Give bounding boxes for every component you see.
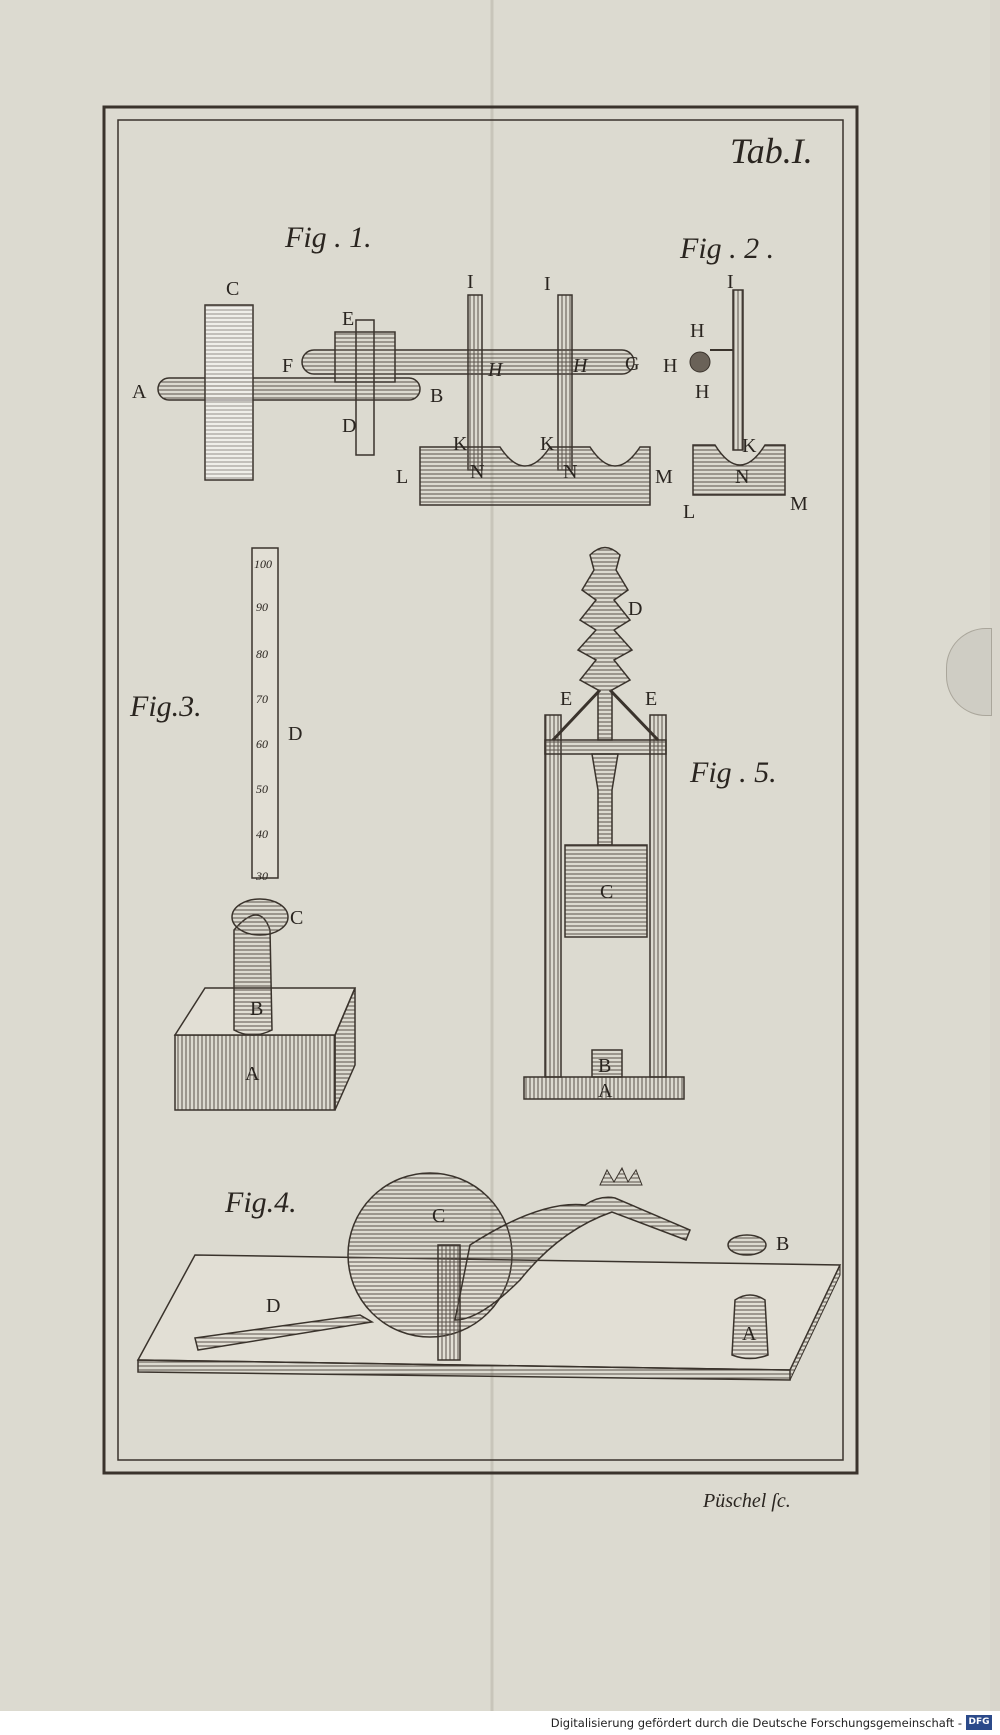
fig4-letter-d: D [266, 1295, 280, 1317]
fig1-letter-k1: K [453, 433, 468, 455]
rack-d [355, 319, 375, 456]
fig4-letter-c: C [432, 1205, 445, 1227]
fig3-letter-d: D [288, 723, 302, 745]
fig3-cap-c [231, 898, 289, 936]
fig1-letter-a: A [132, 381, 147, 403]
trough-lm [419, 446, 651, 506]
fig1-label: Fig . 1. [284, 221, 372, 254]
dfg-logo-icon: DFG [966, 1715, 992, 1730]
stamper-1 [467, 294, 483, 471]
fig5-label: Fig . 5. [689, 756, 777, 789]
fig4-board-side [789, 1264, 841, 1381]
fig5-screw-d [576, 546, 634, 741]
fig5-letter-e2: E [645, 688, 657, 710]
fig5-letter-d: D [628, 598, 642, 620]
fig3-letter-c: C [290, 907, 303, 929]
fig3-scale-30: 30 [255, 869, 268, 883]
fig5-crossbar [544, 739, 667, 755]
fig2-letter-m: M [790, 493, 808, 515]
inner-border [117, 119, 844, 1461]
fig3-label: Fig.3. [129, 690, 202, 723]
fig2-letter-h2: H [663, 355, 677, 377]
fig2-letter-h3: H [695, 381, 709, 403]
fig3-letter-a: A [245, 1063, 260, 1085]
fig5-spindle [591, 753, 619, 846]
fig3-scale-80: 80 [256, 647, 268, 661]
fig3-scale-50: 50 [256, 782, 268, 796]
figure-4: Fig.4. A B C D [136, 1166, 842, 1381]
gear-c-shade [205, 305, 253, 480]
fig2-letter-h1: H [690, 320, 704, 342]
fig4-crown [599, 1166, 643, 1186]
fig2-cam [689, 351, 711, 373]
fig5-post-right [649, 714, 667, 1078]
fig1-letter-m: M [655, 466, 673, 488]
fig5-letter-b: B [598, 1055, 611, 1077]
fig1-letter-d: D [342, 415, 356, 437]
fig1-letter-k2: K [540, 433, 555, 455]
fig5-block-b [591, 1049, 623, 1078]
engraver-signature: Püschel ſc. [702, 1490, 791, 1512]
fig5-letter-c: C [600, 881, 613, 903]
fig3-scale-40: 40 [256, 827, 268, 841]
fig4-label: Fig.4. [224, 1186, 297, 1219]
fig3-scale-70: 70 [256, 692, 268, 706]
fig2-label: Fig . 2 . [679, 232, 774, 265]
fig1-letter-h1: H [487, 359, 504, 381]
fig5-weight-c [564, 844, 648, 938]
fig1-letter-h2: H [572, 355, 589, 377]
fig4-arm [454, 1196, 691, 1321]
fig5-letter-a: A [598, 1080, 613, 1102]
fig4-cup-b [727, 1234, 767, 1256]
fig1-letter-i2: I [544, 273, 551, 295]
stamper-2 [557, 294, 573, 471]
engraved-plate: Tab.I. Fig . 1. A B C D E F G H H I I [102, 0, 859, 1711]
fig4-letter-a: A [742, 1323, 757, 1345]
fig3-scale-100: 100 [254, 557, 272, 571]
figure-1: Fig . 1. A B C D E F G H H I I K K [132, 221, 673, 506]
fig3-scale-90: 90 [256, 600, 268, 614]
fig3-letter-b: B [250, 998, 263, 1020]
fig4-vessel-a [731, 1294, 769, 1360]
fig5-post-left [544, 714, 562, 1078]
footer-credit: Digitalisierung gefördert durch die Deut… [550, 1716, 962, 1730]
fig2-letter-l: L [683, 501, 695, 523]
fig2-stamper [732, 289, 744, 451]
fig1-letter-i1: I [467, 271, 474, 293]
figure-2: Fig . 2 . I H H H K N L M [663, 232, 808, 523]
fig1-letter-n1: N [470, 461, 484, 483]
fig4-letter-b: B [776, 1233, 789, 1255]
fig1-letter-b: B [430, 385, 443, 407]
fig4-lever-d [194, 1314, 375, 1351]
figure-5: Fig . 5. A B C D E E [523, 546, 777, 1102]
fig2-letter-i: I [727, 271, 734, 293]
fig3-block-side [334, 987, 356, 1111]
fig2-letter-k: K [742, 435, 757, 457]
fig1-letter-c: C [226, 278, 239, 300]
fig2-letter-n: N [735, 466, 749, 488]
fig5-brace-right [608, 688, 660, 742]
fig3-tube-d [251, 547, 279, 879]
figure-3: Fig.3. 100 90 80 70 60 50 40 30 A B C D [129, 547, 357, 1111]
fig5-brace-left [551, 688, 602, 742]
footer-bar: Digitalisierung gefördert durch die Deut… [0, 1711, 1000, 1735]
fig2-trough [692, 444, 786, 496]
fig3-scale-60: 60 [256, 737, 268, 751]
fig4-post [437, 1244, 461, 1361]
outer-border [102, 105, 859, 1475]
fig1-letter-l: L [396, 466, 408, 488]
fig1-letter-g: G [625, 353, 639, 375]
pinion-e [334, 331, 396, 383]
fig5-letter-e1: E [560, 688, 572, 710]
fig1-letter-f: F [282, 355, 293, 377]
fig1-letter-e: E [342, 308, 354, 330]
fig1-letter-n2: N [563, 461, 577, 483]
plate-title: Tab.I. [730, 131, 813, 171]
